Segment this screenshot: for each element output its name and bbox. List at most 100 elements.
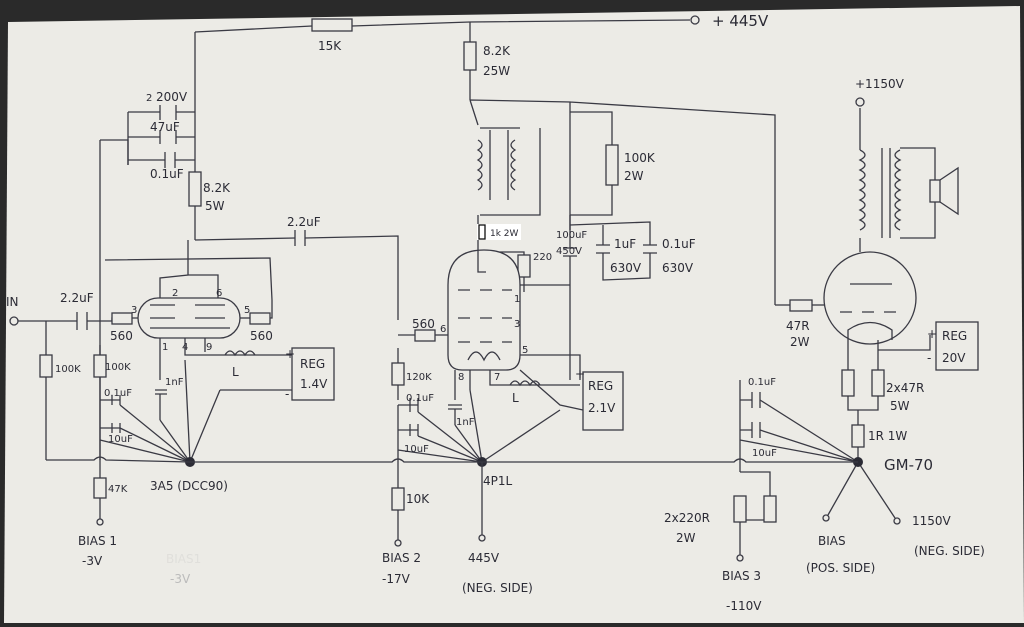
r-2x47r-rating: 5W (890, 399, 910, 413)
pin-l4: 4 (182, 342, 188, 353)
pin-l5: 5 (244, 305, 250, 316)
v445-neg-side: (NEG. SIDE) (462, 581, 533, 595)
r-82k-25w-rating: 25W (483, 64, 510, 78)
cap-100uf-label: 100uF (556, 230, 587, 241)
v1150-neg-label: 1150V (912, 514, 952, 528)
r-560-right-label: 560 (250, 329, 273, 343)
label-1k2w-box (477, 224, 521, 240)
reg-14-plus: + (285, 347, 295, 361)
r-100k-2w-rating: 2W (624, 169, 644, 183)
cap-01uf-630-rating: 630V (662, 261, 694, 275)
r-82k-5w-rating: 5W (205, 199, 225, 213)
bias-pos-label: BIAS (818, 534, 846, 548)
pin-l2: 2 (172, 288, 178, 299)
ghost-bias1-voltage: -3V (170, 572, 191, 586)
r-47k-label: 47K (108, 484, 128, 495)
pin-3: 3 (514, 319, 520, 330)
r-560-g2-label: 560 (412, 317, 435, 331)
interstage-wiring (104, 230, 399, 320)
label-1k2w: 1k 2W (490, 229, 519, 239)
r-10k-label: 10K (406, 492, 430, 506)
reg-14-minus: - (285, 387, 289, 401)
r-15k-label: 15K (318, 39, 342, 53)
pin-l6: 6 (216, 288, 222, 299)
r-100k-2w-label: 100K (624, 151, 656, 165)
inductor-mid-label: L (512, 391, 519, 405)
bias-pos-side: (POS. SIDE) (806, 561, 875, 575)
bias1-voltage: -3V (82, 554, 103, 568)
supply-rail (194, 15, 700, 115)
bias2-voltage: -17V (382, 572, 411, 586)
cap-01uf-630-label: 0.1uF (662, 237, 696, 251)
cap-1uf-rating: 630V (610, 261, 642, 275)
tube-gm70-envelope (823, 251, 917, 345)
r-120k-label: 120K (406, 372, 432, 383)
cap-10uf-b1-label: 10uF (108, 434, 133, 445)
r-560-left-label: 560 (110, 329, 133, 343)
r-100k-b1-label: 100K (105, 362, 131, 373)
reg-20-minus: - (927, 351, 931, 365)
bias2-label: BIAS 2 (382, 551, 421, 565)
cap-01uf-b2-label: 0.1uF (406, 393, 434, 404)
inductor-left-label: L (232, 365, 239, 379)
v1150-neg-side: (NEG. SIDE) (914, 544, 985, 558)
r-220-label: 220 (533, 252, 552, 263)
input-stage (9, 297, 335, 526)
reg-20-plus: + (927, 327, 937, 341)
cap-22uf-in-label: 2.2uF (60, 291, 94, 305)
pin-7: 7 (494, 372, 500, 383)
zener-prefix: 2 (146, 93, 152, 104)
r-47r-label: 47R (786, 319, 810, 333)
r-2x47r-label: 2x47R (886, 381, 924, 395)
reg-21-label: REG (588, 379, 613, 393)
tube-4p1l-envelope (447, 249, 521, 371)
r-82k-5w-label: 8.2K (203, 181, 231, 195)
pin-l9: 9 (206, 342, 212, 353)
tube-gm70-label: GM-70 (884, 456, 933, 474)
cap-1uf-label: 1uF (614, 237, 636, 251)
cap-47uf-label: 47uF (150, 120, 180, 134)
output-stage (733, 97, 979, 562)
pin-l1: 1 (162, 342, 168, 353)
r-47r-rating: 2W (790, 335, 810, 349)
cap-10uf-b3-label: 10uF (752, 448, 777, 459)
resistor-1k-icon (478, 224, 486, 240)
reg-20-label: REG (942, 329, 967, 343)
reg-14-voltage: 1.4V (300, 377, 328, 391)
cap-01uf-top-label: 0.1uF (150, 167, 184, 181)
cap-1nf-left-label: 1nF (165, 377, 184, 388)
driver-stage (391, 249, 624, 547)
supply-445v-label: + 445V (712, 12, 769, 30)
bias3-label: BIAS 3 (722, 569, 761, 583)
tube-4p1l-label: 4P1L (483, 474, 513, 488)
bias1-label: BIAS 1 (78, 534, 117, 548)
pin-5: 5 (522, 345, 528, 356)
cap-01uf-b3-label: 0.1uF (748, 377, 776, 388)
cap-22uf-mid-label: 2.2uF (287, 215, 321, 229)
r-82k-25w-label: 8.2K (483, 44, 511, 58)
cap-100uf-rating: 450V (556, 246, 582, 257)
pin-6: 6 (440, 324, 446, 335)
reg-21-plus: + (575, 367, 585, 381)
cap-1nf-mid-label: 1nF (456, 417, 475, 428)
zener-label: 200V (156, 90, 188, 104)
cap-10uf-b2-label: 10uF (404, 444, 429, 455)
r-1r-label: 1R 1W (868, 429, 907, 443)
bias3-voltage: -110V (726, 599, 762, 613)
r-2x220r-rating: 2W (676, 531, 696, 545)
pin-l3: 3 (131, 305, 137, 316)
r-100k-in-label: 100K (55, 364, 81, 375)
reg-14-label: REG (300, 357, 325, 371)
pin-8: 8 (458, 372, 464, 383)
ground-rail (46, 456, 858, 463)
ghost-bias1-label: BIAS1 (166, 552, 201, 566)
v445-neg-label: 445V (468, 551, 500, 565)
input-label: IN (6, 295, 19, 309)
r-2x220r-label: 2x220R (664, 511, 710, 525)
reg-21-voltage: 2.1V (588, 401, 616, 415)
tube-3a5-label: 3A5 (DCC90) (150, 479, 228, 493)
supply-1150v-label: +1150V (855, 77, 905, 91)
reg-20-voltage: 20V (942, 351, 966, 365)
